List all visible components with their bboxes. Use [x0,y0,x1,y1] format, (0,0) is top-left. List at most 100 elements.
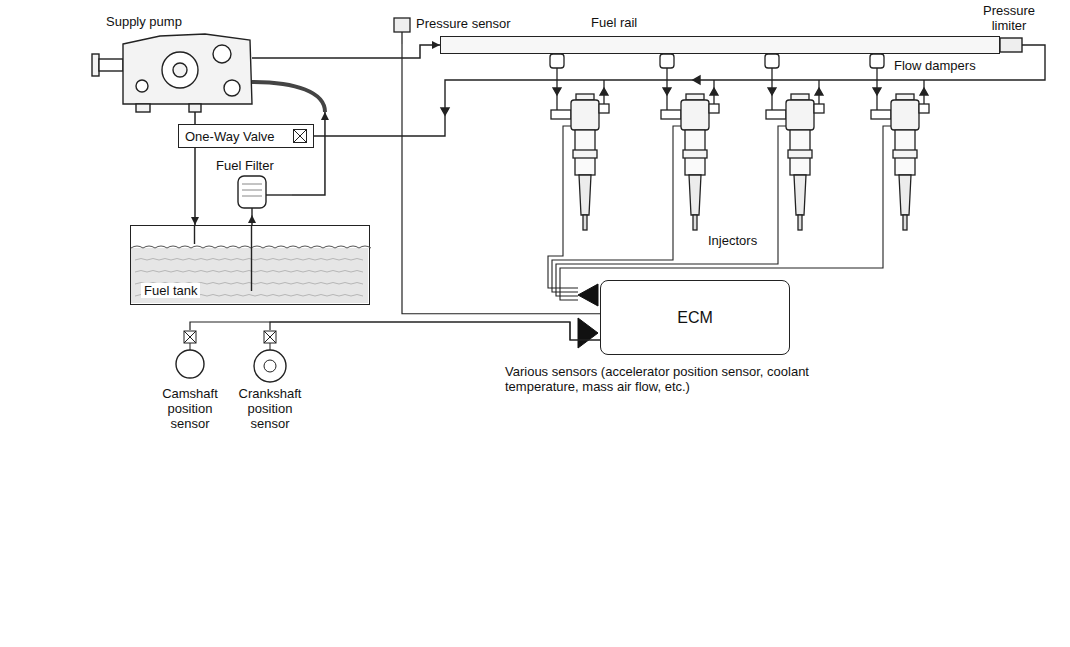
drawing-part [184,331,196,343]
fuel-line [194,148,196,225]
arrow-head [321,112,329,120]
injector-wires [552,126,681,292]
drawing-part [264,331,276,343]
arrow-head [432,41,440,49]
drawing-part [184,331,196,343]
supply-pump-drawing [92,54,99,76]
signal-wire [402,44,600,314]
fuel-pipes [441,108,449,115]
fuel-pipes [252,57,335,58]
fuel-line [195,112,196,124]
supply-pump-drawing [189,104,201,112]
ecm-box: ECM [600,280,790,355]
part-label: Flow dampers [894,58,976,73]
position-sensor-symbol [232,330,308,386]
drawing-part [194,226,195,244]
node-label: Pressure limiter [976,3,1042,33]
fuel-pipes [1000,38,1022,52]
signal-wire [270,322,600,340]
pressure-sensor-symbol [388,10,418,44]
node-label: Pressure sensor [416,16,548,31]
fuel-pipes [314,45,1045,136]
supply-pump-drawing [136,104,150,112]
injector-wires [560,126,891,300]
fuel-pipes [252,82,325,112]
injector [765,54,824,230]
drawing-part [294,130,306,142]
camshaft-sensor: Camshaft position sensor [152,330,228,431]
supply-pump-drawing [213,45,231,63]
supply-pump-drawing [92,34,252,112]
arrow-head [191,217,199,225]
fuel-filter: Fuel Filter [212,158,292,215]
drawing-part [238,176,266,208]
injector [660,54,719,230]
node-label: ECM [677,309,713,327]
drawing-part [294,130,307,143]
injector-wires [548,126,891,300]
signal-wire [270,322,600,340]
node-label: Camshaft position sensor [152,386,228,431]
injectors-drawing [550,54,929,230]
node-label: Fuel Filter [216,158,292,173]
label-holder: Various sensors (accelerator position se… [505,364,845,394]
drawing-part [242,184,262,196]
supply-pump-drawing [136,80,148,92]
drawing-part [394,18,410,32]
supply-pump-drawing [162,52,198,88]
signal-wire [190,322,600,340]
drawing-part [266,194,292,195]
crankshaft-sensor: Crankshaft position sensor [232,330,308,431]
node-label: One-Way Valve [185,129,275,144]
pressure-limiter: Pressure limiter [976,3,1042,33]
signal-wire [190,322,600,340]
fuel-line [194,112,196,124]
ecm-connectors [578,284,598,348]
signal-wire [402,44,600,314]
drawing-part [190,343,191,350]
drawing-part [176,350,204,378]
ecm-connectors [578,318,598,348]
fuel-rail: Fuel rail [440,36,1000,54]
position-sensor-symbol [152,330,228,386]
drawing-part [251,226,252,291]
injector-wires [556,126,786,296]
drawing-part [251,208,252,215]
fuel-line [335,41,440,58]
node-label: Fuel rail [591,15,637,30]
drawing-part [264,331,276,343]
drawing-part [401,32,402,44]
supply-pump-drawing [224,80,240,96]
injector [870,54,929,230]
drawing-part [294,130,306,142]
supply-pump-drawing [123,34,252,104]
drawing-part [264,360,276,372]
fuel-line [191,148,199,225]
check-valve-symbol [293,129,307,143]
arrow-head [248,215,256,223]
node-label: Supply pump [106,14,182,29]
fuel-tank: Fuel tank [130,225,370,305]
supply-pump-drawing [173,63,187,77]
fuel-line [335,45,440,58]
drawing-part [270,343,271,350]
fuel-pipes [693,76,700,84]
supply-pump-drawing [99,59,123,71]
part-label: Injectors [708,233,757,248]
label-holder: Injectors [708,233,757,248]
part-label: Various sensors (accelerator position se… [505,364,845,394]
one-way-valve: One-Way Valve [178,124,314,148]
drawing-part [131,248,368,303]
node-label: Crankshaft position sensor [232,386,308,431]
drawing-part [254,350,286,382]
label-holder: Flow dampers [894,58,976,73]
injector [550,54,609,230]
drawing-part [184,331,196,343]
node-label: Fuel tank [141,283,200,298]
ecm-connectors [578,284,598,306]
fuel-line [248,215,256,225]
drawing-part [264,331,276,343]
